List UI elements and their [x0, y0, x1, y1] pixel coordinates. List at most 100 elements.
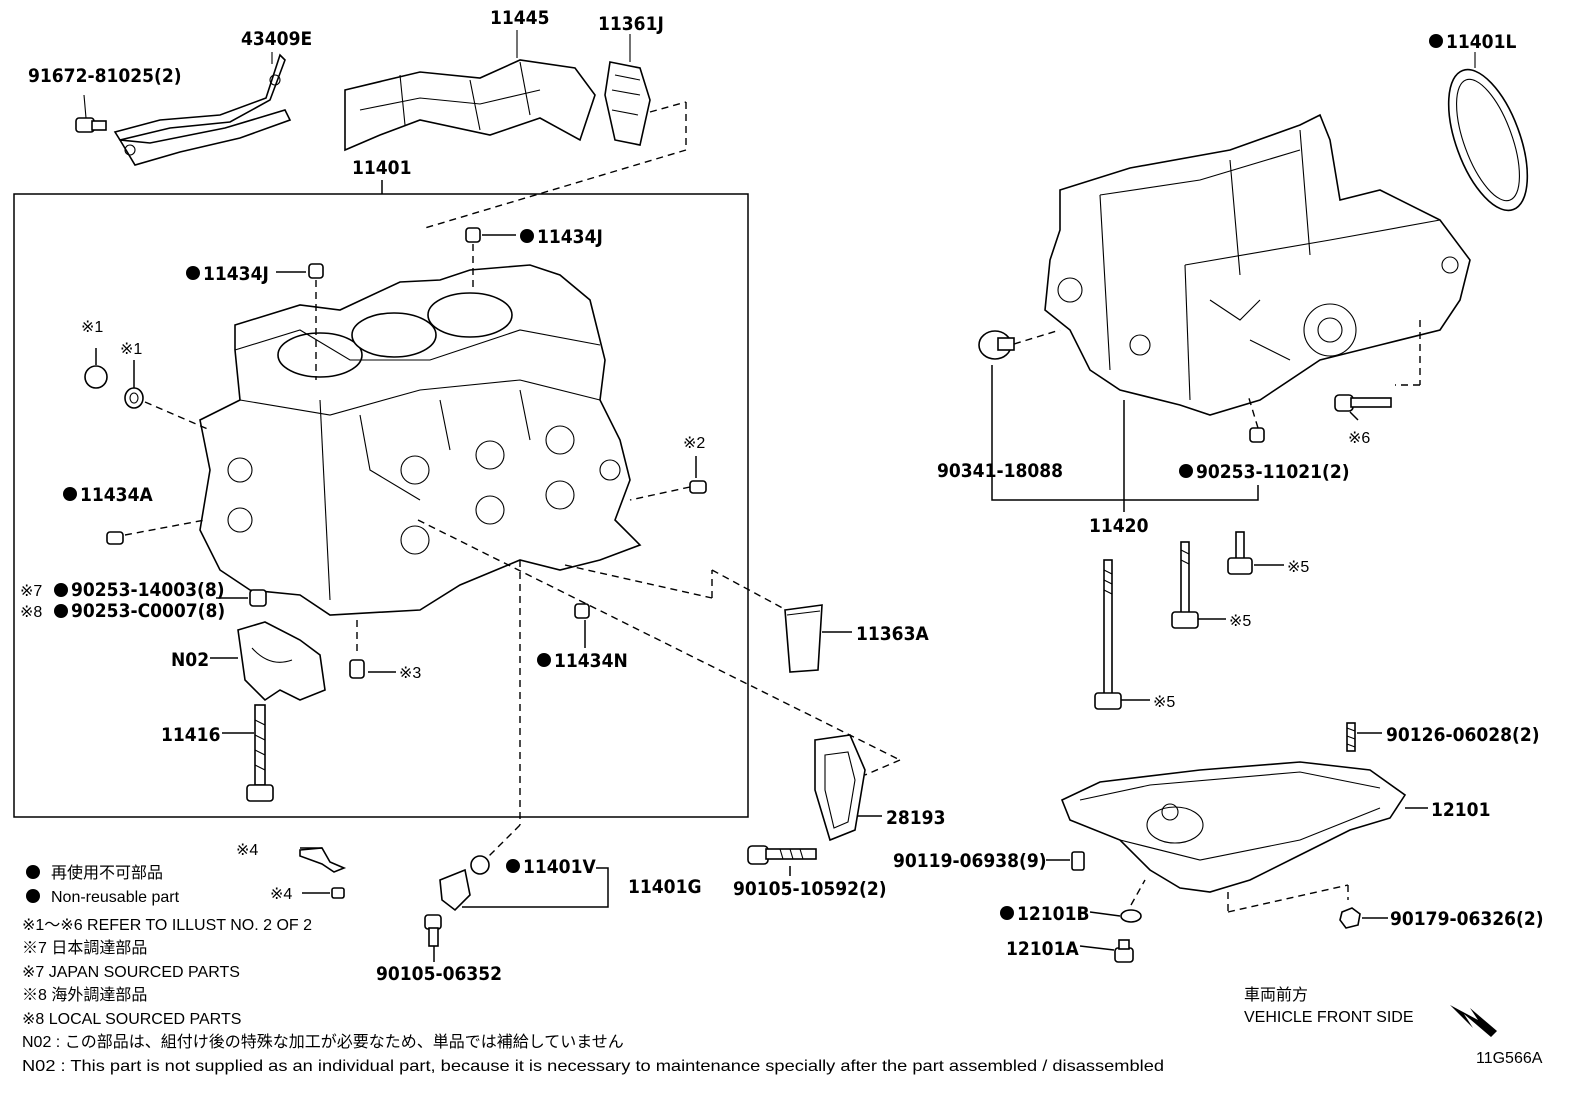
dowel-ref2 — [689, 480, 707, 494]
label-11434N: 11434N — [554, 650, 628, 672]
bracket-43409E-drawing — [113, 52, 292, 166]
non-reusable-dot — [63, 487, 77, 501]
label-ref6: ※6 — [1348, 430, 1370, 447]
cylinder-block-drawing — [199, 264, 642, 616]
legend-japan-jp: ※7 日本調達部品 — [22, 939, 147, 957]
legend-refer: ※1～※6 REFER TO ILLUST NO. 2 OF 2 — [22, 917, 312, 934]
legend-dot-icon — [26, 865, 40, 879]
assembly-box — [13, 193, 749, 818]
dowel-ref3 — [349, 659, 365, 679]
label-11434J-top: 11434J — [537, 226, 603, 248]
label-ref1b: ※1 — [120, 341, 142, 358]
bolt-ref5-short-drawing — [1227, 531, 1253, 575]
label-ref4b: ※4 — [270, 886, 292, 903]
plug-90341-drawing — [978, 330, 1015, 360]
vehicle-front-arrow-icon — [1450, 1005, 1497, 1037]
gasket-ref1b — [124, 387, 144, 409]
bolt-ref5-mid-drawing — [1171, 541, 1199, 629]
label-ref5a: ※5 — [1287, 559, 1309, 576]
label-43409E: 43409E — [241, 28, 312, 50]
label-11401G: 11401G — [628, 876, 702, 898]
legend-dot-icon — [26, 889, 40, 903]
legend-local-en: ※8 LOCAL SOURCED PARTS — [22, 1011, 241, 1028]
label-N02: N02 — [171, 649, 209, 671]
bolt-90105-06352-drawing — [424, 914, 442, 947]
dowel-90253-11021 — [1249, 427, 1265, 443]
label-11434A: 11434A — [80, 484, 153, 506]
label-90253-11021: 90253-11021(2) — [1196, 461, 1350, 483]
non-reusable-dot — [186, 266, 200, 280]
non-reusable-dot — [54, 604, 68, 618]
label-11434J-left: 11434J — [203, 263, 269, 285]
label-90105-06352: 90105-06352 — [376, 963, 502, 985]
non-reusable-dot — [520, 229, 534, 243]
label-11363A: 11363A — [856, 623, 929, 645]
nut-90179 — [1339, 907, 1361, 929]
label-90105-10592: 90105-10592(2) — [733, 878, 887, 900]
label-91672-81025: 91672-81025(2) — [28, 65, 182, 87]
gasket-12101B — [1120, 909, 1142, 923]
legend-non-reusable-en: Non-reusable part — [51, 889, 180, 906]
label-12101B: 12101B — [1017, 903, 1090, 925]
stud-90119 — [1071, 851, 1085, 871]
clip-ref4a — [299, 847, 347, 873]
label-ref3: ※3 — [399, 665, 421, 682]
label-90341-18088: 90341-18088 — [937, 460, 1063, 482]
bolt-90105-10592-drawing — [747, 845, 817, 865]
legend-non-reusable-jp: 再使用不可部品 — [51, 864, 163, 882]
dowel-11434N — [574, 603, 590, 619]
gasket-28193 — [814, 734, 866, 842]
vehicle-front-jp: 車両前方 — [1244, 986, 1308, 1004]
non-reusable-dot — [1000, 906, 1014, 920]
legend-japan-en: ※7 JAPAN SOURCED PARTS — [22, 964, 240, 981]
non-reusable-dot — [1429, 34, 1443, 48]
non-reusable-dot — [54, 583, 68, 597]
dowel-11434J-left — [308, 263, 324, 279]
label-90179-06326: 90179-06326(2) — [1390, 908, 1544, 930]
label-ref2: ※2 — [683, 435, 705, 452]
o-ring-11401V — [470, 855, 490, 875]
label-11401L: 11401L — [1446, 31, 1516, 53]
label-11361J: 11361J — [598, 13, 664, 35]
bolt-ref5-long-drawing — [1094, 559, 1122, 710]
bolt-ref4b — [331, 887, 345, 899]
part-11361J-drawing — [604, 34, 651, 146]
diagram-code: 11G566A — [1476, 1050, 1543, 1067]
label-ref5c: ※5 — [1153, 694, 1175, 711]
label-11445: 11445 — [490, 7, 549, 29]
label-ref5b: ※5 — [1229, 613, 1251, 630]
label-11416: 11416 — [161, 724, 220, 746]
label-90126-06028: 90126-06028(2) — [1386, 724, 1540, 746]
label-ref4a: ※4 — [236, 842, 258, 859]
label-90253-14003: 90253-14003(8) — [71, 579, 225, 601]
vehicle-front-en: VEHICLE FRONT SIDE — [1244, 1009, 1414, 1026]
label-11401: 11401 — [352, 157, 411, 179]
label-ref7: ※7 — [20, 583, 42, 600]
label-11401V: 11401V — [523, 856, 596, 878]
drain-plug-12101A — [1114, 939, 1134, 963]
dowel-90253 — [249, 589, 267, 607]
bearing-cap-N02-drawing — [237, 621, 326, 702]
non-reusable-dot — [537, 653, 551, 667]
crankcase-11420-drawing — [1044, 113, 1471, 416]
label-90119-06938: 90119-06938(9) — [893, 850, 1047, 872]
oil-pan-12101-drawing — [1060, 761, 1407, 893]
label-12101: 12101 — [1431, 799, 1490, 821]
bolt-11416-drawing — [246, 704, 274, 802]
seal-11363A — [784, 604, 823, 673]
label-ref1a: ※1 — [81, 319, 103, 336]
label-11420: 11420 — [1089, 515, 1149, 537]
oil-seal-11401L — [1447, 68, 1529, 212]
label-90253-C0007: 90253-C0007(8) — [71, 600, 225, 622]
legend-local-jp: ※8 海外調達部品 — [22, 986, 147, 1004]
non-reusable-dot — [506, 859, 520, 873]
non-reusable-dot — [1179, 464, 1193, 478]
bolt-91672-drawing — [75, 94, 107, 133]
legend-n02-en: N02 : This part is not supplied as an in… — [22, 1058, 1164, 1075]
label-28193: 28193 — [886, 807, 945, 829]
plug-ref1a — [84, 365, 108, 389]
label-12101A: 12101A — [1006, 938, 1079, 960]
bolt-ref6-drawing — [1334, 394, 1392, 412]
legend-n02-jp: N02 : この部品は、組付け後の特殊な加工が必要なため、単品では補給していませ… — [22, 1033, 624, 1051]
